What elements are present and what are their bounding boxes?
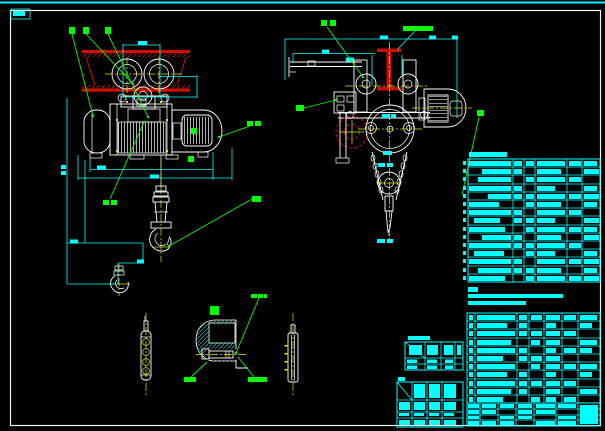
rail-beam-section — [377, 48, 401, 91]
table-free-blocks — [398, 152, 563, 381]
front-view — [61, 27, 261, 296]
callouts-front — [69, 27, 261, 248]
side-view — [284, 20, 484, 243]
scale-table — [404, 341, 464, 371]
hook-assembly-side — [370, 42, 408, 243]
hook-block — [149, 155, 172, 262]
hook-lower — [110, 264, 130, 296]
misc-table — [396, 381, 464, 428]
callouts-side — [296, 20, 484, 196]
trolley-front — [105, 57, 182, 108]
dimensions-front — [61, 41, 233, 285]
sheet-tag — [10, 8, 31, 20]
detail-views — [140, 294, 299, 395]
dimensions-side — [284, 35, 458, 118]
detail-stud-right — [284, 313, 299, 395]
drum-end-circle — [335, 104, 424, 164]
title-block — [466, 402, 601, 427]
bom-table — [466, 312, 601, 404]
hoist-body — [83, 95, 223, 160]
detail-bracket-section — [184, 294, 267, 382]
motor-front — [171, 109, 223, 153]
support-arm — [288, 57, 362, 77]
trolley-side — [333, 59, 430, 119]
detail-stud-left — [140, 313, 152, 395]
tech-table — [463, 158, 601, 283]
motor-side — [412, 88, 472, 128]
